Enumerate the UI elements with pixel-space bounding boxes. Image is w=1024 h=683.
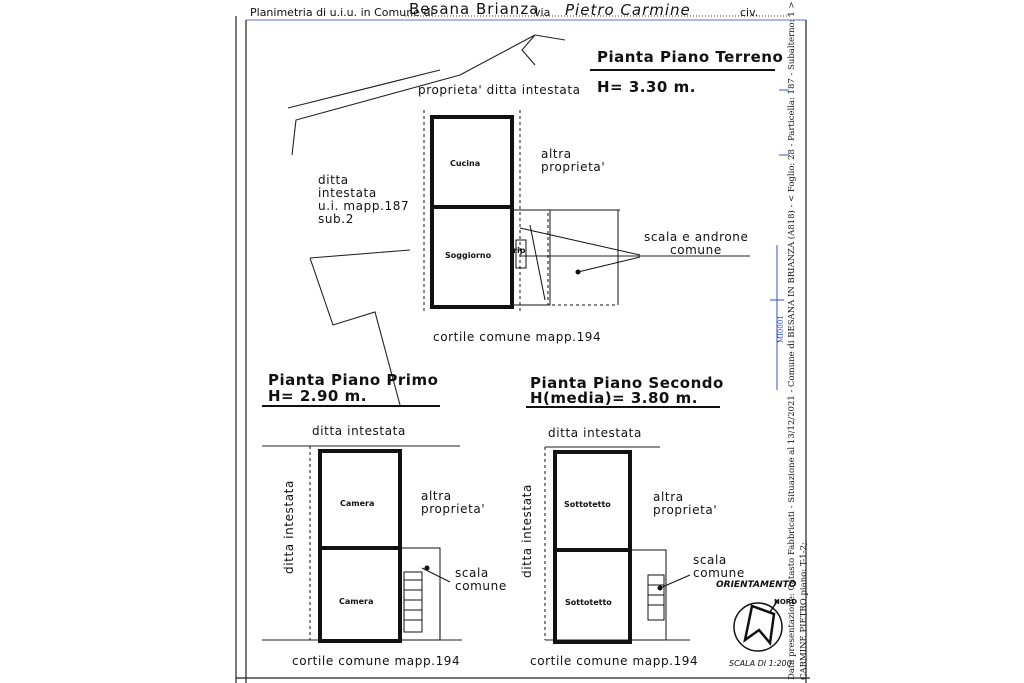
compass-icon [733, 599, 783, 652]
header-civ-label: civ. [740, 6, 759, 19]
room-soggiorno: Soggiorno [445, 251, 492, 260]
primo-title: Pianta Piano Primo [268, 371, 439, 389]
secondo-walls [553, 450, 632, 644]
terreno-details [423, 110, 641, 312]
secondo-label-bottom: cortile comune mapp.194 [530, 654, 699, 668]
side-stamp-line1: Data presentazione: Catasto Fabbricati -… [787, 1, 797, 680]
secondo-label-right: altra proprieta' [653, 490, 718, 517]
secondo-height: H(media)= 3.80 m. [530, 389, 698, 407]
terreno-boundaries [287, 34, 750, 406]
side-stamp-code: MI0001 [777, 315, 785, 343]
terreno-label-top: proprieta' ditta intestata [418, 83, 581, 97]
secondo-label-top: ditta intestata [548, 426, 642, 440]
primo-label-scala: scala comune [455, 566, 507, 593]
header-via: Pietro Carmine [565, 1, 691, 19]
primo-walls [318, 449, 402, 643]
secondo-title: Pianta Piano Secondo [530, 374, 724, 392]
primo-label-right: altra proprieta' [421, 489, 486, 516]
header-prefix: Planimetria di u.i.u. in Comune di [250, 6, 434, 19]
scala-label: SCALA DI 1:200 [729, 659, 792, 668]
secondo-details [544, 447, 691, 641]
orientamento-label: ORIENTAMENTO [716, 580, 797, 590]
terreno-label-left: ditta intestata u.i. mapp.187 sub.2 [318, 173, 410, 226]
primo-label-left: ditta intestata [282, 480, 296, 574]
secondo-boundaries [545, 446, 690, 641]
room-sottotetto-1: Sottotetto [564, 500, 611, 509]
secondo-label-scala: scala comune [693, 553, 745, 580]
primo-height: H= 2.90 m. [268, 387, 367, 405]
nord-label: NORD [774, 598, 798, 606]
terreno-label-right: altra proprieta' [541, 147, 606, 174]
terreno-label-scala: scala e androne comune [644, 230, 749, 257]
side-stamp-line2: CARMINE PIETRO piano: T-1-2; [799, 542, 809, 680]
room-sottotetto-2: Sottotetto [565, 598, 612, 607]
room-cucina: Cucina [450, 159, 481, 168]
terreno-walls [430, 115, 514, 309]
primo-label-top: ditta intestata [312, 424, 406, 438]
primo-label-bottom: cortile comune mapp.194 [292, 654, 461, 668]
sheet-frame [235, 16, 810, 683]
header-comune: Besana Brianza [409, 0, 540, 18]
terreno-label-bottom: cortile comune mapp.194 [433, 330, 602, 344]
primo-details [309, 446, 451, 641]
header-via-label: via [534, 6, 551, 19]
blue-marks [770, 89, 789, 390]
room-rip: rip [513, 246, 526, 255]
room-camera-2: Camera [339, 597, 374, 606]
terreno-title: Pianta Piano Terreno [597, 48, 784, 66]
secondo-label-left: ditta intestata [520, 484, 534, 578]
terreno-height: H= 3.30 m. [597, 78, 696, 96]
room-camera-1: Camera [340, 499, 375, 508]
